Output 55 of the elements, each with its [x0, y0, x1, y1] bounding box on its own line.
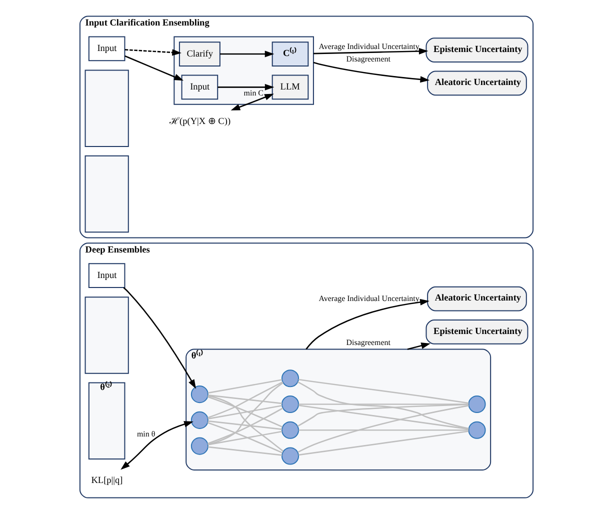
- connector: [208, 394, 282, 404]
- arrow: [220, 50, 274, 58]
- node-circle: [468, 421, 486, 439]
- node-box: Aleatoric Uncertainty: [427, 286, 527, 312]
- node-box: [84, 296, 129, 374]
- connector: [298, 429, 469, 431]
- node-box: C⁽¹⁾: [272, 42, 309, 66]
- arrow: [306, 298, 430, 350]
- node-circle: [468, 395, 486, 414]
- node-box: Input: [181, 74, 218, 100]
- connector: [208, 395, 284, 452]
- node-circle: [190, 437, 208, 455]
- node-circle: [281, 447, 300, 465]
- arrow: [407, 342, 430, 350]
- arrow: [313, 62, 430, 83]
- connector: [208, 446, 282, 456]
- arrow: [124, 55, 184, 81]
- connector: [207, 408, 284, 444]
- node-circle: [190, 386, 208, 404]
- connector: [297, 381, 469, 430]
- node-circle: [281, 421, 300, 439]
- node-circle: [281, 395, 300, 414]
- node-box: [84, 155, 129, 233]
- connector: [207, 422, 283, 454]
- connector: [298, 378, 469, 404]
- node-box: θ⁽²⁾: [88, 382, 126, 460]
- arrow: [123, 287, 196, 389]
- node-box: Clarify: [178, 42, 220, 66]
- connector: [208, 379, 282, 394]
- connector: [208, 404, 282, 420]
- connector: [298, 404, 469, 405]
- node-box: Epistemic Uncertainty: [426, 320, 528, 344]
- connector: [208, 382, 284, 446]
- node-text: ℋ(p(Y|X ⊕ C)): [170, 117, 231, 128]
- node-box: Input: [88, 36, 126, 62]
- arrow: [120, 421, 194, 470]
- node-box: LLM: [272, 74, 309, 100]
- node-text: KL[p||q]: [91, 476, 123, 486]
- connector: [298, 404, 469, 453]
- node-circle: [190, 411, 208, 429]
- node-box: Epistemic Uncertainty: [426, 38, 528, 62]
- arrow: [313, 48, 428, 55]
- arrow: [230, 94, 274, 110]
- connector: [207, 396, 283, 428]
- node-box: [84, 70, 129, 148]
- connector: [298, 430, 469, 456]
- arrow: [124, 49, 182, 56]
- cluster: θ⁽¹⁾: [186, 348, 492, 470]
- connector: [207, 381, 284, 418]
- connector: [208, 420, 282, 430]
- node-box: Aleatoric Uncertainty: [427, 70, 527, 96]
- arrow: [218, 84, 274, 90]
- node-box: Input: [88, 263, 126, 288]
- node-circle: [281, 370, 300, 388]
- connector: [208, 430, 282, 446]
